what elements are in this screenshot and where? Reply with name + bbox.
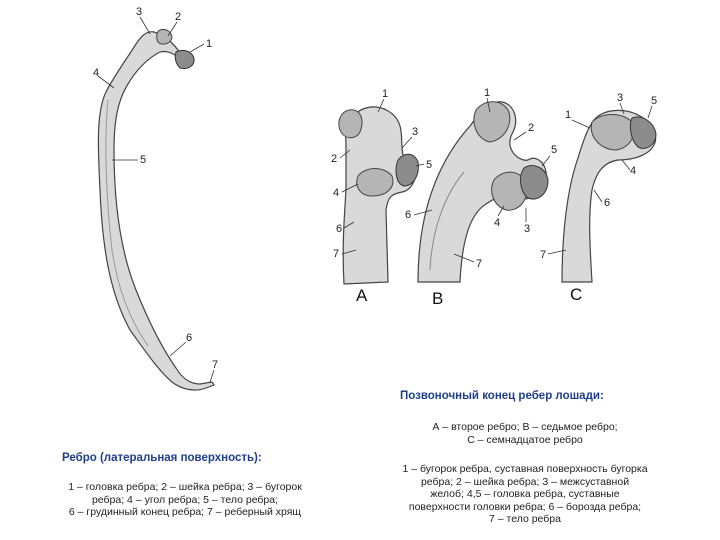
svg-text:5: 5 [551,144,557,156]
panel-letter-b: B [432,289,443,308]
panel-letter-c: C [570,285,582,304]
svg-text:3: 3 [412,126,418,138]
svg-text:6: 6 [604,197,610,209]
horse-rib-legend-line: ребра; 2 – шейка ребра; 3 – межсуставной [420,475,630,488]
panel-b-drawing [417,101,549,283]
rib-legend-line: 6 – грудинный конец ребра; 7 – реберный … [68,506,302,518]
svg-text:4: 4 [494,217,500,229]
rib-caption-legend: 1 – головка ребра; 2 – шейка ребра; 3 – … [40,481,330,519]
svg-text:7: 7 [333,248,339,260]
rib-label-2: 2 [175,11,181,23]
rib-legend-line: ребра; 4 – угол ребра; 5 – тело ребра; [91,493,279,506]
rib-legend-line: 1 – головка ребра; 2 – шейка ребра; 3 – … [68,481,302,493]
horse-rib-subtitle-line: А – второе ребро; В – седьмое ребро; [432,421,618,433]
svg-text:5: 5 [651,95,657,107]
horse-rib-legend-line: 1 – бугорок ребра, суставная поверхность… [402,463,648,475]
horse-rib-legend-line: поверхности головки ребра; 6 – борозда р… [408,500,642,513]
horse-rib-legend-line: желоб; 4,5 – головка ребра, суставные [430,488,620,500]
panel-c-drawing [561,109,657,283]
svg-text:4: 4 [630,165,636,177]
svg-text:5: 5 [426,159,432,171]
rib-caption-title: Ребро (латеральная поверхность): [62,452,262,464]
rib-label-6: 6 [186,332,192,344]
panel-letter-a: A [356,286,368,305]
rib-lateral-drawing [97,29,215,391]
panel-a-drawing [338,106,419,285]
rib-label-5: 5 [140,154,146,166]
svg-text:4: 4 [333,187,339,199]
horse-rib-caption-title: Позвоночный конец ребер лошади: [400,390,604,402]
svg-text:1: 1 [484,87,490,99]
rib-label-7: 7 [212,359,218,371]
svg-text:2: 2 [331,153,337,165]
rib-label-1: 1 [206,38,212,50]
svg-text:6: 6 [405,209,411,221]
svg-text:3: 3 [617,92,623,104]
svg-text:7: 7 [476,258,482,270]
svg-text:1: 1 [565,109,571,121]
panel-b-labels: 1 2 5 6 4 3 7 B [405,87,557,308]
svg-text:6: 6 [336,223,342,235]
horse-rib-caption-subtitle: А – второе ребро; В – седьмое ребро; С –… [390,421,660,446]
horse-rib-legend-line: 7 – тело ребра [489,513,561,525]
rib-label-3: 3 [136,6,142,18]
rib-label-4: 4 [93,67,99,79]
svg-text:1: 1 [382,88,388,100]
svg-text:3: 3 [524,223,530,235]
panel-c-labels: 3 5 1 4 6 7 C [540,92,657,304]
panel-a-labels: 1 3 2 5 4 6 7 A [331,88,432,305]
horse-rib-subtitle-line: С – семнадцатое ребро [467,433,583,446]
rib-lateral-labels: 3 2 1 4 5 6 7 [93,6,218,383]
horse-rib-caption-legend: 1 – бугорок ребра, суставная поверхность… [365,463,685,526]
svg-text:2: 2 [528,122,534,134]
svg-text:7: 7 [540,249,546,261]
